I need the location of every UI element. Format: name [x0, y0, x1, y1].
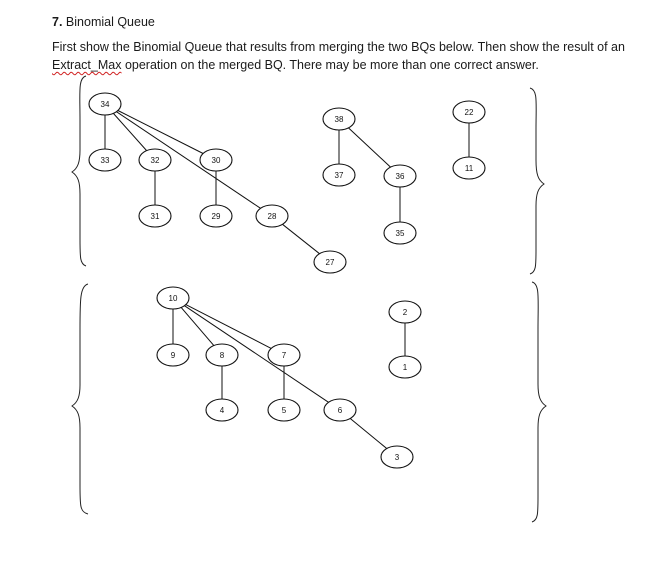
tree-node: 27: [313, 250, 347, 274]
node-ellipse: [138, 148, 172, 172]
node-ellipse: [322, 163, 356, 187]
tree-node: 22: [452, 100, 486, 124]
node-label: 35: [396, 229, 405, 238]
tree-edge: [348, 127, 391, 168]
node-label: 4: [220, 406, 225, 415]
node-ellipse: [383, 164, 417, 188]
tree-node: 11: [452, 156, 486, 180]
bottom-right-brace: [531, 281, 547, 523]
node-label: 8: [220, 351, 225, 360]
node-ellipse: [322, 107, 356, 131]
node-label: 7: [282, 351, 287, 360]
node-label: 37: [335, 171, 344, 180]
tree-edge: [180, 307, 215, 346]
node-ellipse: [156, 343, 190, 367]
tree-edge: [184, 305, 329, 403]
node-ellipse: [388, 300, 422, 324]
node-ellipse: [380, 445, 414, 469]
node-label: 38: [335, 115, 344, 124]
question-line-2: operation on the merged BQ. There may be…: [121, 58, 539, 72]
node-ellipse: [452, 156, 486, 180]
node-label: 9: [171, 351, 176, 360]
node-label: 31: [151, 212, 160, 221]
node-ellipse: [205, 398, 239, 422]
top-right-brace: [529, 87, 545, 275]
node-ellipse: [138, 204, 172, 228]
node-ellipse: [313, 250, 347, 274]
node-label: 6: [338, 406, 343, 415]
tree-node: 32: [138, 148, 172, 172]
tree-node: 10: [156, 286, 190, 310]
tree-edge: [282, 223, 320, 255]
extract-max-term: Extract_Max: [52, 58, 122, 72]
node-label: 3: [395, 453, 400, 462]
node-label: 28: [268, 212, 277, 221]
tree-node: 33: [88, 148, 122, 172]
tree-node: 34: [88, 92, 122, 116]
node-label: 2: [403, 308, 408, 317]
node-label: 33: [101, 156, 110, 165]
tree-node: 38: [322, 107, 356, 131]
tree-node: 35: [383, 221, 417, 245]
tree-node: 31: [138, 204, 172, 228]
tree-node: 36: [383, 164, 417, 188]
top-left-brace: [71, 75, 87, 267]
node-label: 22: [465, 108, 474, 117]
tree-edge: [116, 111, 261, 209]
tree-node: 4: [205, 398, 239, 422]
tree-node: 28: [255, 204, 289, 228]
node-ellipse: [323, 398, 357, 422]
node-label: 36: [396, 172, 405, 181]
tree-node: 9: [156, 343, 190, 367]
node-label: 11: [465, 164, 474, 173]
question-number: 7.: [52, 15, 63, 29]
bottom-left-brace: [71, 283, 89, 515]
node-ellipse: [88, 92, 122, 116]
node-ellipse: [255, 204, 289, 228]
tree-node: 29: [199, 204, 233, 228]
node-ellipse: [383, 221, 417, 245]
tree-node: 7: [267, 343, 301, 367]
tree-node: 6: [323, 398, 357, 422]
node-ellipse: [156, 286, 190, 310]
node-label: 1: [403, 363, 408, 372]
tree-node: 5: [267, 398, 301, 422]
node-label: 32: [151, 156, 160, 165]
node-label: 29: [212, 212, 221, 221]
question-line-1: First show the Binomial Queue that resul…: [52, 40, 625, 54]
tree-edge: [185, 304, 272, 349]
question-text: First show the Binomial Queue that resul…: [52, 38, 648, 74]
tree-edge: [117, 110, 204, 154]
node-label: 27: [326, 258, 335, 267]
node-label: 34: [101, 100, 110, 109]
question-title: Binomial Queue: [65, 15, 155, 29]
tree-node: 1: [388, 355, 422, 379]
tree-node: 3: [380, 445, 414, 469]
tree-edge: [349, 418, 388, 449]
node-ellipse: [199, 204, 233, 228]
tree-node: 8: [205, 343, 239, 367]
question-heading: 7. Binomial Queue: [52, 15, 155, 29]
node-ellipse: [267, 343, 301, 367]
tree-node: 37: [322, 163, 356, 187]
node-ellipse: [267, 398, 301, 422]
node-ellipse: [452, 100, 486, 124]
tree-node: 30: [199, 148, 233, 172]
node-ellipse: [199, 148, 233, 172]
node-ellipse: [88, 148, 122, 172]
tree-node: 2: [388, 300, 422, 324]
node-ellipse: [205, 343, 239, 367]
tree-edge: [112, 113, 148, 151]
node-ellipse: [388, 355, 422, 379]
node-label: 10: [169, 294, 178, 303]
node-label: 30: [212, 156, 221, 165]
node-label: 5: [282, 406, 287, 415]
